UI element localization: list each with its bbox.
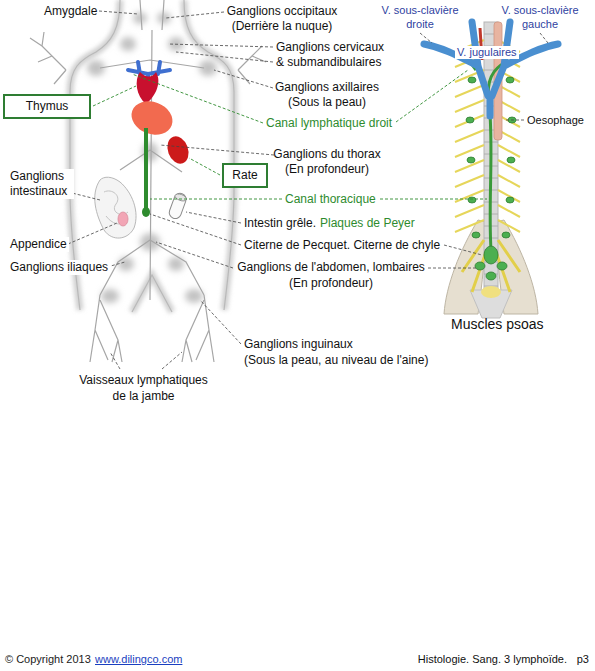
appendix (118, 212, 128, 226)
organ-label: Amygdale (44, 4, 97, 19)
tissue-label: Plaques de Peyer (320, 216, 415, 231)
lymph-node (486, 272, 496, 280)
lymph-node (507, 157, 515, 163)
node-group-label: Ganglions iliaques (8, 260, 110, 275)
lymph-node (468, 197, 476, 203)
copyright-text: © Copyright 2013 (5, 652, 91, 666)
lymph-node (475, 262, 485, 270)
cisterna-chyli (142, 207, 150, 217)
box-label: Thymus (26, 99, 69, 114)
lymph-node-cluster (120, 37, 136, 51)
spleen (164, 133, 192, 166)
peyer-patch-tube (168, 192, 188, 221)
lymph-node (497, 262, 507, 270)
node-group-label: Ganglions intestinaux (8, 169, 74, 199)
lymph-node (506, 77, 514, 83)
lymph-node (467, 157, 475, 163)
vein-label: V. jugulaires (455, 46, 519, 59)
location-note: (Sous la peau) (267, 95, 387, 110)
organ-label: Intestin grêle. (244, 216, 316, 231)
lymph-node (472, 232, 480, 238)
duct-label: Canal thoracique (285, 192, 376, 207)
sacral-plexus (481, 286, 501, 298)
lymph-node (466, 117, 474, 123)
vein-label: V. sous-clavière gauche (499, 3, 581, 31)
leader-line-green (93, 70, 487, 199)
lymph-node (468, 77, 476, 83)
node-group-label: Ganglions cervicaux & submandibulaires (276, 40, 388, 70)
location-note: (Sous la peau, au niveau de l'aine) (244, 353, 428, 368)
lymph-node (502, 232, 510, 238)
lumbar-plexus (462, 240, 520, 292)
leader-line (68, 11, 548, 369)
page-footer: Histologie. Sang. 3 lymphoïde. (418, 652, 567, 666)
node-group-label: Ganglions de l'abdomen, lombaires (232, 260, 430, 275)
vessel-label: Vaisseaux lymphatiques de la jambe (74, 372, 213, 404)
node-group-label: Ganglions inguinaux (244, 337, 353, 352)
intestine-opening (174, 193, 187, 203)
location-note: (En profondeur) (267, 162, 387, 177)
box-label: Rate (232, 168, 257, 183)
lymph-node (506, 197, 514, 203)
website-link: www.dilingco.com (95, 652, 182, 666)
node-group-label: Ganglions occipitaux (222, 4, 342, 19)
location-note: (En profondeur) (232, 276, 430, 291)
lymph-node-cluster (118, 257, 134, 271)
organ-label: Appendice (8, 237, 69, 252)
intestine-segment (168, 192, 188, 221)
cisterna-chyli (484, 246, 498, 264)
muscle-label: Muscles psoas (451, 316, 544, 333)
organ-box: Rate (222, 163, 268, 188)
page-number: p3 (577, 652, 589, 666)
intestine (95, 177, 136, 238)
vein-label: V. sous-clavière droite (379, 3, 461, 31)
node-group-label: Ganglions du thorax (267, 147, 387, 162)
node-group-label: Ganglions axillaires (267, 80, 387, 95)
lymph-node-cluster (185, 289, 203, 303)
organ-label: Citerne de Pecquet. Citerne de chyle (244, 238, 440, 253)
thoracic-duct (144, 128, 148, 210)
spinal-nerves (455, 40, 520, 232)
lymph-node-cluster (101, 289, 119, 303)
heart (127, 96, 177, 140)
organ-box: Thymus (3, 94, 91, 119)
duct-label: Canal lymphatique droit (266, 116, 392, 131)
veins (424, 22, 558, 116)
location-note: (Derrière la nuque) (222, 19, 342, 34)
organ-label: Oesophage (527, 113, 584, 127)
